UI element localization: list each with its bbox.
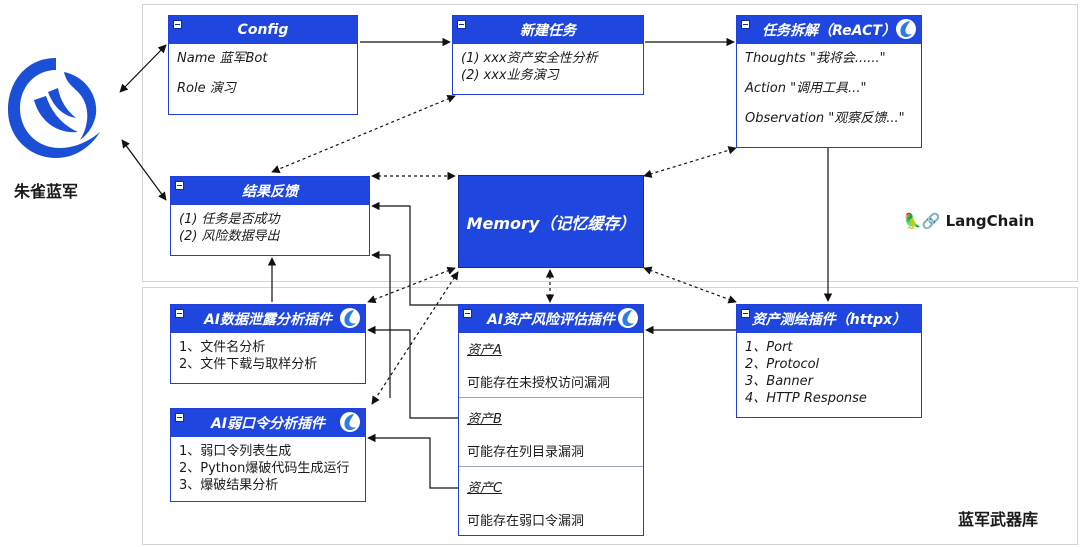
asset-row: 资产C 可能存在弱口令漏洞 <box>459 466 643 533</box>
mapping-line: 3、Banner <box>745 374 813 389</box>
asset-row: 资产B 可能存在列目录漏洞 <box>459 397 643 466</box>
zhuque-logo-icon <box>8 58 100 158</box>
result-line: (2) 风险数据导出 <box>179 229 280 244</box>
config-line: Name 蓝军Bot <box>177 51 268 66</box>
llm-swirl-icon <box>340 308 360 328</box>
collapse-icon[interactable] <box>175 413 184 422</box>
weakpwd-plugin-box: AI弱口令分析插件 1、弱口令列表生成 2、Python爆破代码生成运行 3、爆… <box>170 408 366 502</box>
arsenal-label: 蓝军武器库 <box>958 510 1039 529</box>
result-header: 结果反馈 <box>171 177 369 205</box>
new-task-title: 新建任务 <box>520 23 576 39</box>
collapse-icon[interactable] <box>463 309 472 318</box>
collapse-icon[interactable] <box>175 181 184 190</box>
result-line: (1) 任务是否成功 <box>179 212 280 227</box>
asset-desc: 可能存在列目录漏洞 <box>467 445 585 460</box>
weakpwd-line: 3、爆破结果分析 <box>179 478 279 493</box>
asset-desc: 可能存在未授权访问漏洞 <box>467 376 611 391</box>
asset-name: 资产B <box>467 412 502 427</box>
mapping-line: 4、HTTP Response <box>745 391 867 406</box>
leak-plugin-header: AI数据泄露分析插件 <box>171 305 365 333</box>
leak-line: 2、文件下载与取样分析 <box>179 357 318 372</box>
llm-swirl-icon <box>340 412 360 432</box>
result-title: 结果反馈 <box>242 184 298 200</box>
new-task-header: 新建任务 <box>453 16 643 44</box>
leak-line: 1、文件名分析 <box>179 340 266 355</box>
collapse-icon[interactable] <box>457 20 466 29</box>
new-task-line: (2) xxx业务演习 <box>461 68 559 83</box>
collapse-icon[interactable] <box>175 309 184 318</box>
asset-row: 资产A 可能存在未授权访问漏洞 <box>459 333 643 397</box>
leak-plugin-title: AI数据泄露分析插件 <box>203 312 333 328</box>
weakpwd-line: 1、弱口令列表生成 <box>179 444 292 459</box>
logo-name: 朱雀蓝军 <box>14 182 79 201</box>
memory-title: Memory（记忆缓存） <box>466 213 636 233</box>
collapse-icon[interactable] <box>173 20 182 29</box>
decompose-header: 任务拆解（ReACT） <box>737 16 921 44</box>
risk-plugin-title: AI资产风险评估插件 <box>486 312 616 328</box>
decompose-box: 任务拆解（ReACT） Thoughts "我将会......" Action … <box>736 15 922 148</box>
weakpwd-line: 2、Python爆破代码生成运行 <box>179 461 350 476</box>
weakpwd-plugin-title: AI弱口令分析插件 <box>210 416 326 432</box>
decompose-title: 任务拆解（ReACT） <box>762 23 896 39</box>
collapse-icon[interactable] <box>741 20 750 29</box>
mapping-line: 1、Port <box>745 340 793 355</box>
config-line: Role 演习 <box>177 81 236 96</box>
result-box: 结果反馈 (1) 任务是否成功 (2) 风险数据导出 <box>170 176 370 256</box>
new-task-line: (1) xxx资产安全性分析 <box>461 51 598 66</box>
llm-swirl-icon <box>896 19 916 39</box>
asset-name: 资产A <box>467 343 502 358</box>
langchain-label: 🦜🔗 LangChain <box>903 212 1035 230</box>
llm-swirl-icon <box>618 308 638 328</box>
decompose-line: Action "调用工具..." <box>745 81 867 96</box>
mapping-plugin-title: 资产测绘插件（httpx） <box>751 312 907 328</box>
mapping-line: 2、Protocol <box>745 357 820 372</box>
decompose-line: Observation "观察反馈..." <box>745 111 905 126</box>
risk-plugin-header: AI资产风险评估插件 <box>459 305 643 333</box>
new-task-box: 新建任务 (1) xxx资产安全性分析 (2) xxx业务演习 <box>452 15 644 95</box>
weakpwd-plugin-header: AI弱口令分析插件 <box>171 409 365 437</box>
asset-desc: 可能存在弱口令漏洞 <box>467 514 585 529</box>
leak-plugin-box: AI数据泄露分析插件 1、文件名分析 2、文件下载与取样分析 <box>170 304 366 384</box>
memory-block: Memory（记忆缓存） <box>458 175 644 268</box>
risk-plugin-box: AI资产风险评估插件 资产A 可能存在未授权访问漏洞 资产B 可能存在列目录漏洞… <box>458 304 644 536</box>
config-title: Config <box>237 22 289 38</box>
mapping-plugin-header: 资产测绘插件（httpx） <box>737 305 921 333</box>
mapping-plugin-box: 资产测绘插件（httpx） 1、Port 2、Protocol 3、Banner… <box>736 304 922 418</box>
decompose-line: Thoughts "我将会......" <box>745 51 886 66</box>
config-header: Config <box>169 16 357 44</box>
config-box: Config Name 蓝军Bot Role 演习 <box>168 15 358 115</box>
asset-name: 资产C <box>467 481 503 496</box>
collapse-icon[interactable] <box>741 309 750 318</box>
